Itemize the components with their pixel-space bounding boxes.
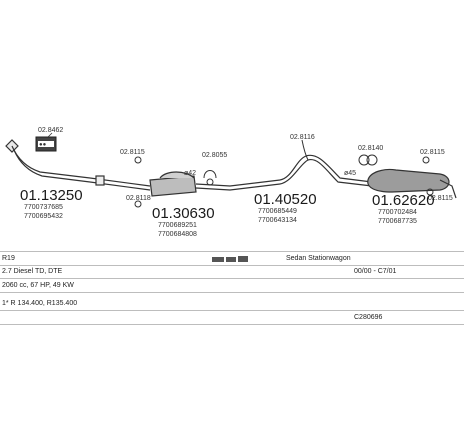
oe-ref: 7700687735 [378,218,417,225]
period-cell: 00/00 - C7/01 [354,268,397,275]
fitting-label: 02.8140 [358,145,383,152]
catalyst-drawing [149,171,281,197]
oe-ref: 7700685449 [258,208,297,215]
oe-ref: 7700702484 [378,209,417,216]
fitting-label: 02.8118 [126,195,151,202]
part-number: 01.30630 [152,205,215,222]
oe-ref: 7700689251 [158,222,197,229]
gasket-kit-icon: ●● [35,132,57,152]
capacity-cell: 2060 cc, 67 HP, 49 KW [2,282,74,289]
fitting-label: 02.8115 [420,149,445,156]
table-row: 2.7 Diesel TD, DTE 00/00 - C7/01 [0,265,464,279]
fitting-label: 02.8462 [38,127,63,134]
diameter-label: ø45 [344,170,356,177]
table-row: 2060 cc, 67 HP, 49 KW [0,279,464,293]
clamp-icon [134,139,434,208]
car-body-icon [212,254,248,268]
code-cell: C280696 [354,314,383,321]
model-cell: R19 [2,255,15,262]
table-row: R19 Sedan Stationwagon [0,251,464,266]
rear-silencer-drawing [367,168,457,199]
oe-ref: 7700695432 [24,213,63,220]
table-row: 1* R 134.400, R135.400 [0,297,464,311]
engine-cell: 2.7 Diesel TD, DTE [2,268,63,275]
oe-ref: 7700684808 [158,231,197,238]
chassis-cell: 1* R 134.400, R135.400 [2,300,78,307]
oe-ref: 7700643134 [258,217,297,224]
fitting-label: 02.8116 [290,134,315,141]
oe-ref: 7700737685 [24,204,63,211]
body-cell: Sedan Stationwagon [286,255,351,262]
diameter-label: ø42 [184,170,196,177]
middle-pipe-drawing [279,154,373,187]
fitting-label: 02.8115 [428,195,453,202]
part-number: 01.13250 [20,187,83,204]
svg-text:●●: ●● [39,142,47,148]
fitting-label: 02.8115 [120,149,145,156]
front-pipe-drawing [5,139,151,191]
fitting-label: 02.8055 [202,152,227,159]
part-number: 01.40520 [254,191,317,208]
table-row: C280696 [0,311,464,325]
part-number: 01.62620 [372,192,435,209]
